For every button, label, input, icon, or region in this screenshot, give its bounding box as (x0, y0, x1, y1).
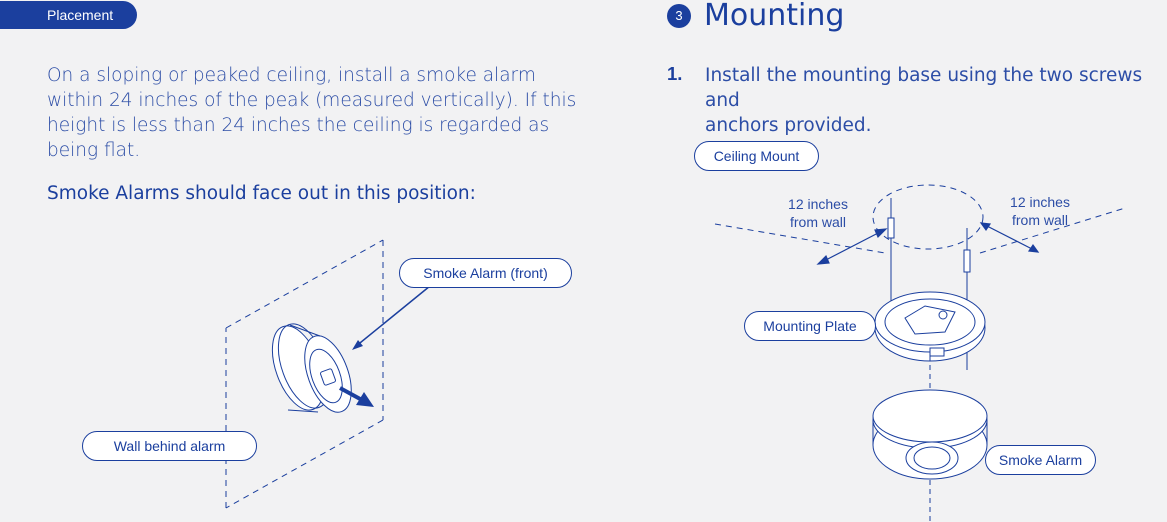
section-title: Mounting (704, 0, 845, 33)
callout-smoke-alarm: Smoke Alarm (985, 445, 1096, 475)
step-text: Install the mounting base using the two … (705, 65, 1143, 136)
smoke-alarm-drawing (872, 389, 988, 480)
note-12-inches-left: 12 inches from wall (788, 196, 848, 230)
measure-arrows (816, 222, 1040, 265)
callout-smoke-alarm-front: Smoke Alarm (front) (399, 258, 572, 288)
facing-arrow (339, 386, 374, 407)
callout-wall-behind-alarm: Wall behind alarm (82, 431, 257, 461)
ceiling-lines (714, 184, 1126, 254)
step-badge: 3 (667, 4, 691, 28)
callout-mounting-plate: Mounting Plate (744, 311, 876, 341)
placement-paragraph: On a sloping or peaked ceiling, install … (47, 65, 577, 161)
wall-plane (225, 239, 384, 509)
smoke-alarm-side-drawing (271, 323, 352, 413)
note-12-inches-right: 12 inches from wall (1010, 194, 1070, 228)
callout-ceiling-mount: Ceiling Mount (694, 141, 819, 171)
placement-subheading: Smoke Alarms should face out in this pos… (47, 183, 476, 204)
leader-front (354, 285, 431, 348)
mounting-plate-drawing (874, 291, 986, 362)
placement-tag: Placement (0, 1, 137, 29)
step-index: 1. (667, 63, 683, 84)
